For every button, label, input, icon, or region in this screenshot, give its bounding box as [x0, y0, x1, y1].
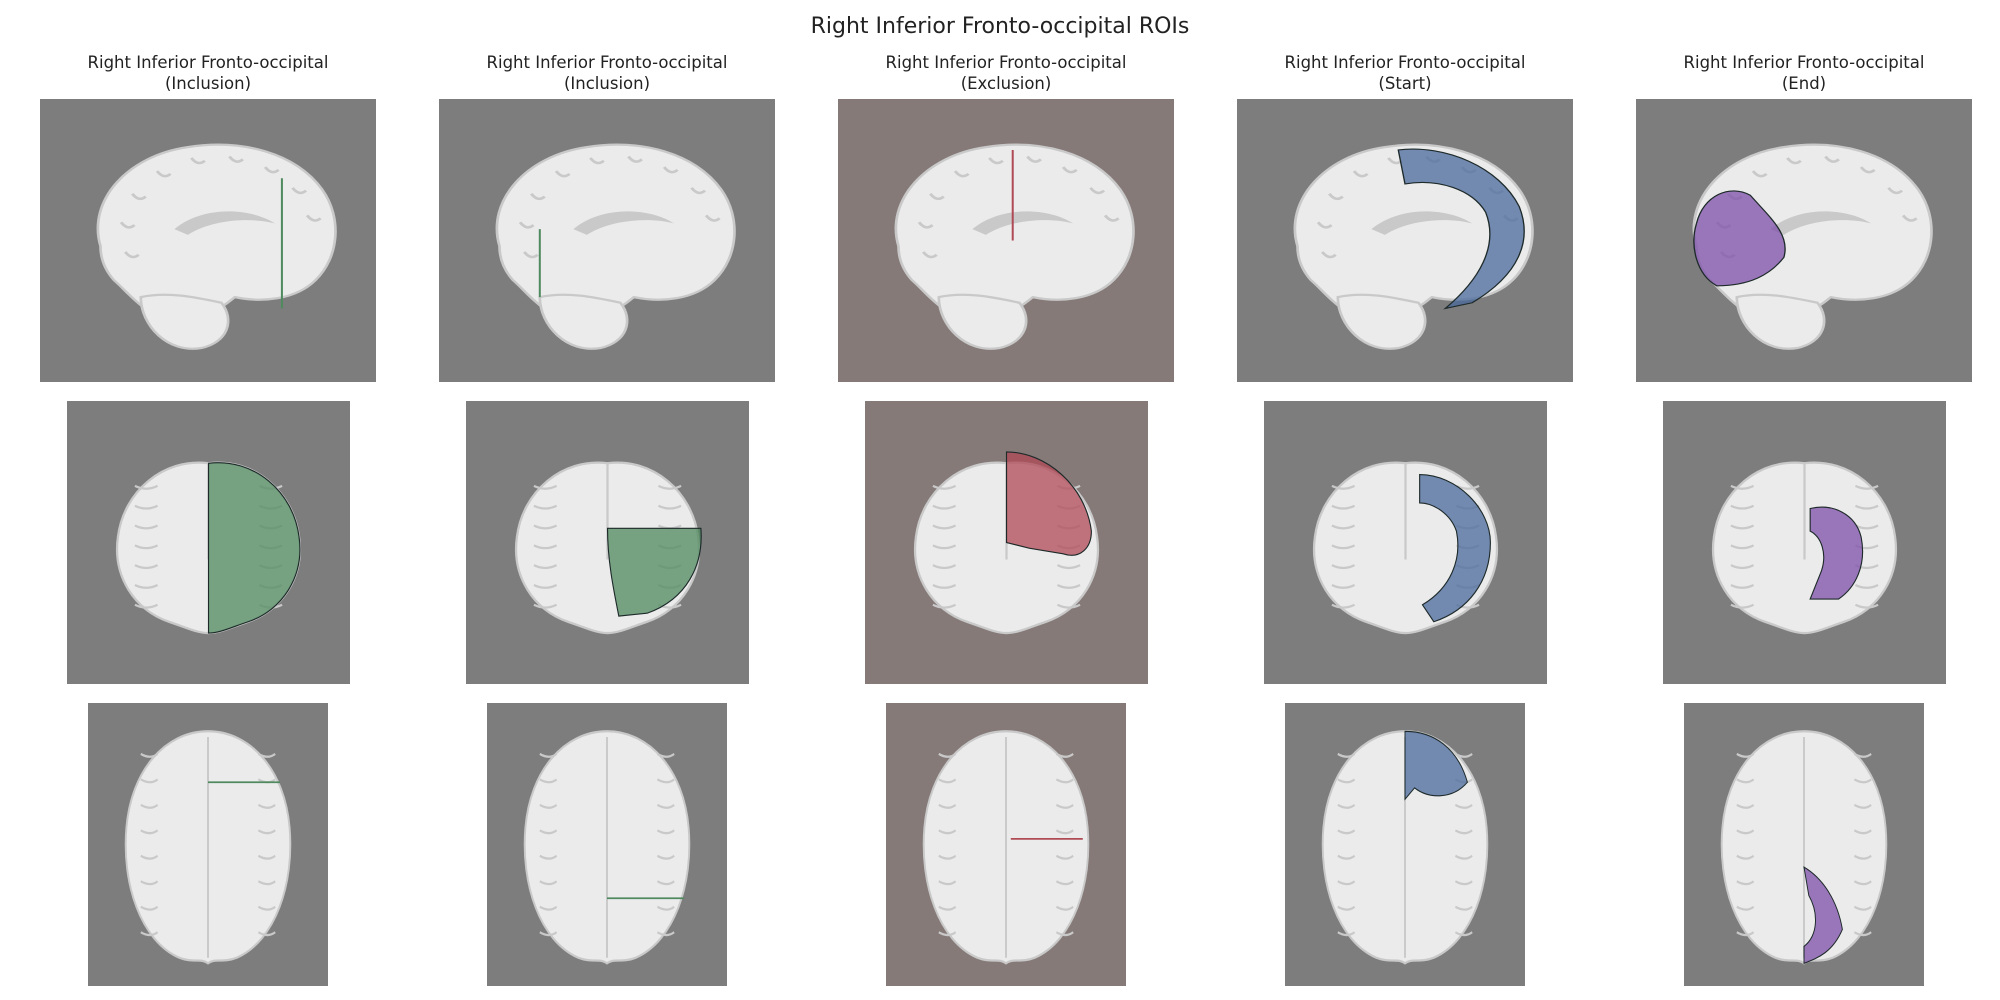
panel-coronal-end-5 — [1662, 401, 1946, 684]
brain-silhouette — [96, 143, 337, 350]
figure-title: Right Inferior Fronto-occipital ROIs — [810, 14, 1190, 39]
panel-coronal-inclusion-1 — [66, 401, 350, 684]
roi-overlay-inclusion — [606, 527, 702, 617]
brain-slice-coronal — [1662, 401, 1946, 684]
roi-overlay-start — [1404, 730, 1468, 801]
panel-sagittal-start-4 — [1237, 99, 1573, 382]
panel-axial-start-4 — [1285, 703, 1525, 986]
brain-slice-axial — [1285, 703, 1525, 986]
roi-overlay-inclusion — [207, 462, 300, 634]
column-title-3: Right Inferior Fronto-occipital(Exclusio… — [885, 53, 1127, 93]
roi-overlay-end — [1693, 190, 1786, 287]
panel-sagittal-exclusion-3 — [838, 99, 1174, 382]
brain-slice-coronal — [66, 401, 350, 684]
brain-slice-sagittal — [40, 99, 376, 382]
roi-overlay-start — [1397, 148, 1525, 310]
panel-axial-inclusion-1 — [88, 703, 328, 986]
roi-overlay-start — [1418, 474, 1491, 623]
panel-axial-inclusion-2 — [487, 703, 727, 986]
brain-silhouette — [495, 143, 736, 350]
column-title-4: Right Inferior Fronto-occipital(Start) — [1284, 53, 1526, 93]
brain-silhouette — [1711, 461, 1897, 635]
panel-sagittal-end-5 — [1636, 99, 1972, 382]
brain-slice-axial — [1684, 703, 1924, 986]
brain-silhouette — [922, 730, 1090, 965]
panel-axial-exclusion-3 — [886, 703, 1126, 986]
panel-sagittal-inclusion-2 — [439, 99, 775, 382]
brain-slice-sagittal — [1237, 99, 1573, 382]
column-title-1: Right Inferior Fronto-occipital(Inclusio… — [87, 53, 329, 93]
brain-silhouette — [124, 730, 292, 965]
panel-coronal-exclusion-3 — [864, 401, 1148, 684]
brain-slice-sagittal — [1636, 99, 1972, 382]
brain-slice-coronal — [1263, 401, 1547, 684]
column-title-2: Right Inferior Fronto-occipital(Inclusio… — [486, 53, 728, 93]
brain-slice-sagittal — [838, 99, 1174, 382]
brain-silhouette — [523, 730, 691, 965]
roi-overlay-exclusion — [1005, 451, 1092, 556]
brain-silhouette — [894, 143, 1135, 350]
roi-overlay-end — [1803, 866, 1843, 965]
brain-slice-axial — [886, 703, 1126, 986]
panel-coronal-start-4 — [1263, 401, 1547, 684]
brain-silhouette — [1720, 730, 1888, 965]
brain-slice-sagittal — [439, 99, 775, 382]
panel-axial-end-5 — [1684, 703, 1924, 986]
roi-overlay-end — [1808, 506, 1863, 600]
brain-slice-coronal — [864, 401, 1148, 684]
brain-slice-coronal — [465, 401, 749, 684]
brain-slice-axial — [88, 703, 328, 986]
panel-sagittal-inclusion-1 — [40, 99, 376, 382]
panel-coronal-inclusion-2 — [465, 401, 749, 684]
brain-slice-axial — [487, 703, 727, 986]
column-title-5: Right Inferior Fronto-occipital(End) — [1683, 53, 1925, 93]
